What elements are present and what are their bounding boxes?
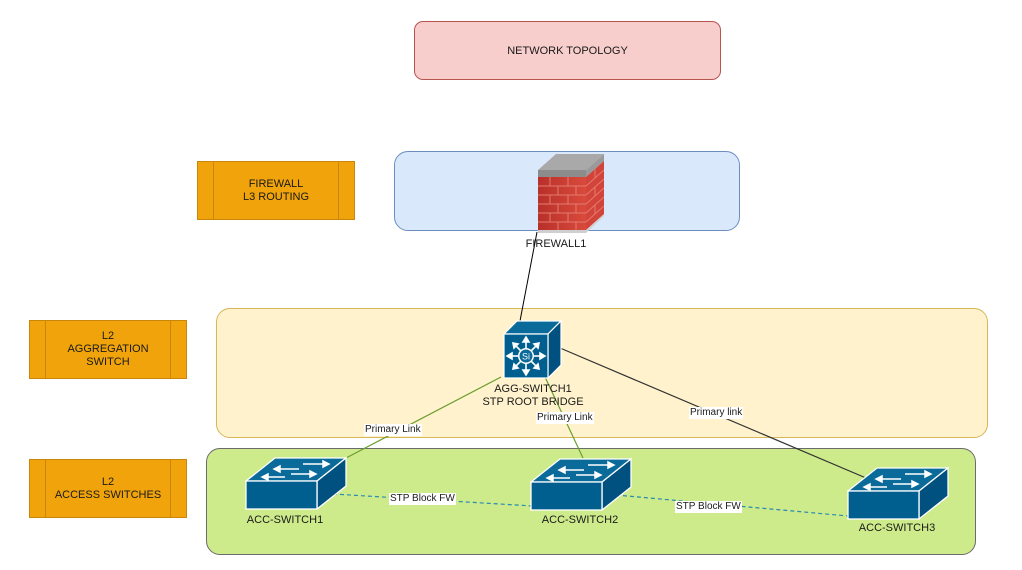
workgroup-switch-icon (244, 456, 348, 511)
workgroup-switch-icon (846, 466, 950, 521)
link-label-agg-acc2: Primary Link (536, 412, 594, 424)
acc-switch1-label: ACC-SWITCH1 (246, 514, 324, 526)
acc-switch3-label: ACC-SWITCH3 (858, 522, 936, 534)
acc-switch2-node[interactable] (529, 457, 633, 512)
acc-switch2-label: ACC-SWITCH2 (541, 514, 619, 526)
layer-label-firewall[interactable]: FIREWALL L3 ROUTING (197, 161, 355, 220)
link-firewall-agg[interactable] (519, 231, 538, 322)
layer3-switch-icon: Si (502, 319, 563, 380)
workgroup-switch-icon (529, 457, 633, 512)
aggregation-zone[interactable] (216, 308, 988, 438)
link-label-agg-acc3: Primary link (689, 407, 744, 419)
layer-label-aggregation[interactable]: L2 AGGREGATION SWITCH (29, 320, 187, 379)
link-label-acc2-acc3: STP Block FW (675, 501, 742, 513)
link-label-agg-acc1: Primary Link (364, 424, 422, 436)
agg-switch1-node[interactable]: Si (502, 319, 563, 380)
link-agg-acc1[interactable] (345, 376, 502, 459)
acc-switch3-node[interactable] (846, 466, 950, 521)
agg-switch-si-text: Si (522, 352, 530, 362)
layer-label-access-text: L2 ACCESS SWITCHES (54, 475, 162, 501)
diagram-title-text: NETWORK TOPOLOGY (507, 44, 628, 57)
link-label-acc1-acc2: STP Block FW (389, 493, 456, 505)
firewall1-label: FIREWALL1 (525, 238, 587, 250)
layer-label-aggregation-text: L2 AGGREGATION SWITCH (67, 330, 149, 368)
layer-label-firewall-text: FIREWALL L3 ROUTING (242, 177, 309, 203)
agg-switch1-label: AGG-SWITCH1 STP ROOT BRIDGE (482, 383, 584, 408)
layer-label-access[interactable]: L2 ACCESS SWITCHES (29, 459, 187, 518)
acc-switch1-node[interactable] (244, 456, 348, 511)
firewall-brick-wall-icon (538, 154, 605, 233)
link-acc2-acc3-blocked[interactable] (615, 494, 849, 517)
diagram-title[interactable]: NETWORK TOPOLOGY (414, 21, 721, 80)
firewall1-node[interactable] (538, 152, 605, 234)
